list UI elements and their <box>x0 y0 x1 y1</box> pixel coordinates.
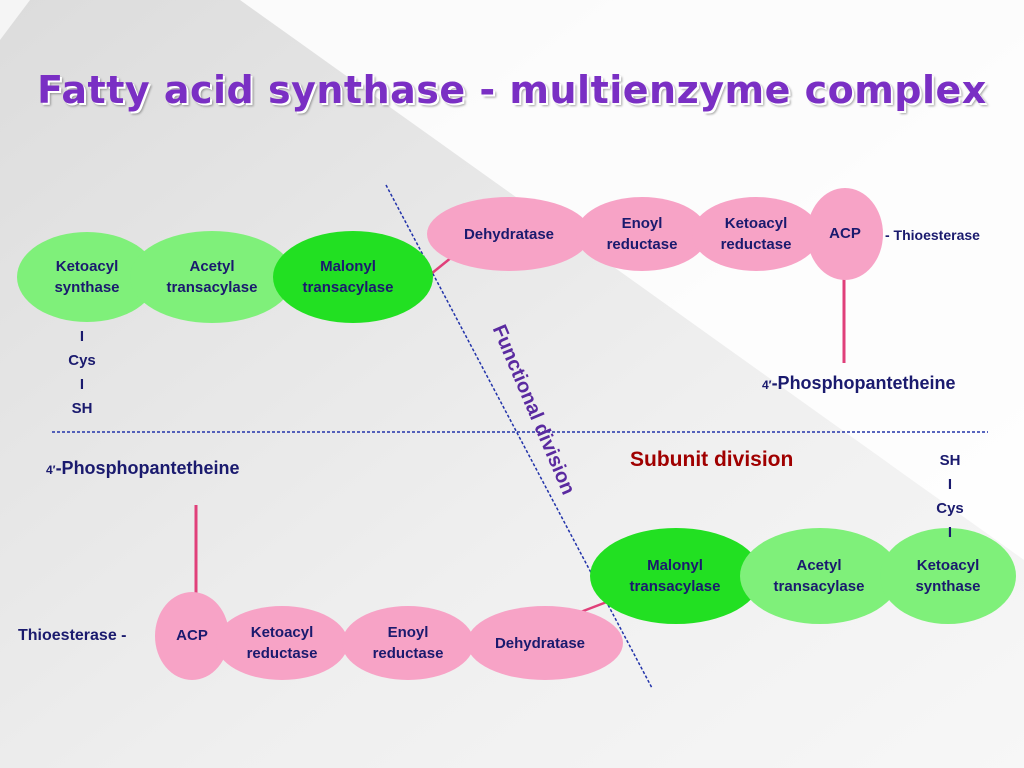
top-malonyl-transacylase-label: Malonyl transacylase <box>288 256 408 298</box>
bottom-malonyl-transacylase-domain <box>590 528 762 624</box>
bottom-enoyl-reductase-label: Enoyl reductase <box>353 622 463 664</box>
bottom-phosphopantetheine-label: 4′-Phosphopantetheine <box>46 458 240 481</box>
top-cys-sh-stack: I Cys I SH <box>60 325 104 421</box>
top-acp-domain <box>807 188 883 280</box>
label-line: transacylase <box>629 578 721 595</box>
top-ketoacyl-synthase-domain <box>17 232 157 322</box>
stack-line: I <box>947 524 953 541</box>
top-dehydratase-domain <box>427 197 591 271</box>
label-line: Ketoacyl <box>250 624 314 641</box>
label-line: Malonyl <box>320 258 376 275</box>
label-line: Enoyl <box>387 624 429 641</box>
bottom-acetyl-transacylase-label: Acetyl transacylase <box>759 555 879 597</box>
bottom-ketoacyl-reductase-domain <box>216 606 348 680</box>
bottom-dehydratase-label: Dehydratase <box>494 635 586 652</box>
prime-prefix: 4′ <box>46 463 56 477</box>
phosphopantetheine-text: -Phosphopantetheine <box>771 373 956 393</box>
label-line: reductase <box>720 236 792 253</box>
subunit-division-label: Subunit division <box>630 448 794 471</box>
label-line: Acetyl <box>189 258 235 275</box>
bottom-dehydratase-domain <box>467 606 623 680</box>
label-line: Ketoacyl <box>916 557 980 574</box>
bottom-ketoacyl-reductase-label: Ketoacyl reductase <box>227 622 337 664</box>
stack-line: I <box>79 328 85 345</box>
stack-line: I <box>947 476 953 493</box>
label-line: reductase <box>372 645 444 662</box>
label-line: Malonyl <box>647 557 703 574</box>
top-ketoacyl-reductase-domain <box>692 197 820 271</box>
prime-prefix: 4′ <box>762 378 772 392</box>
stack-line: I <box>79 376 85 393</box>
top-enoyl-reductase-domain <box>576 197 708 271</box>
background-light-wedge <box>240 0 1024 560</box>
top-ketoacyl-reductase-label: Ketoacyl reductase <box>701 213 811 255</box>
label-line: Enoyl <box>621 215 663 232</box>
top-enoyl-reductase-label: Enoyl reductase <box>587 213 697 255</box>
label-line: Ketoacyl <box>55 258 119 275</box>
label-line: synthase <box>915 578 981 595</box>
bottom-acp-label: ACP <box>176 627 208 644</box>
label-line: transacylase <box>166 279 258 296</box>
top-thioesterase-label: - Thioesterase <box>885 227 980 243</box>
stack-line: Cys <box>936 500 964 517</box>
top-dehydratase-label: Dehydratase <box>463 226 555 243</box>
background-corner <box>0 0 30 40</box>
bottom-acetyl-transacylase-domain <box>740 528 900 624</box>
label-line: reductase <box>246 645 318 662</box>
top-acp-label: ACP <box>829 225 861 242</box>
top-phosphopantetheine-label: 4′-Phosphopantetheine <box>762 373 956 396</box>
top-acetyl-transacylase-label: Acetyl transacylase <box>152 256 272 298</box>
bottom-acp-domain <box>155 592 229 680</box>
top-ketoacyl-synthase-label: Ketoacyl synthase <box>27 256 147 298</box>
label-line: reductase <box>606 236 678 253</box>
bottom-malonyl-transacylase-label: Malonyl transacylase <box>615 555 735 597</box>
top-acetyl-transacylase-domain <box>130 231 294 323</box>
label-line: transacylase <box>773 578 865 595</box>
label-line: synthase <box>54 279 120 296</box>
bottom-ketoacyl-synthase-domain <box>880 528 1016 624</box>
page-title: Fatty acid synthase - multienzyme comple… <box>37 68 987 112</box>
label-line: Ketoacyl <box>724 215 788 232</box>
bottom-enoyl-reductase-domain <box>342 606 474 680</box>
stack-line: SH <box>71 400 93 417</box>
phosphopantetheine-text: -Phosphopantetheine <box>55 458 240 478</box>
stack-line: SH <box>939 452 961 469</box>
bottom-cys-sh-stack: SH I Cys I <box>928 449 972 545</box>
label-line: transacylase <box>302 279 394 296</box>
stack-line: Cys <box>68 352 96 369</box>
top-malonyl-transacylase-domain <box>273 231 433 323</box>
bottom-thioesterase-label: Thioesterase - <box>18 627 127 644</box>
bottom-ketoacyl-synthase-label: Ketoacyl synthase <box>890 555 1006 597</box>
label-line: Acetyl <box>796 557 842 574</box>
